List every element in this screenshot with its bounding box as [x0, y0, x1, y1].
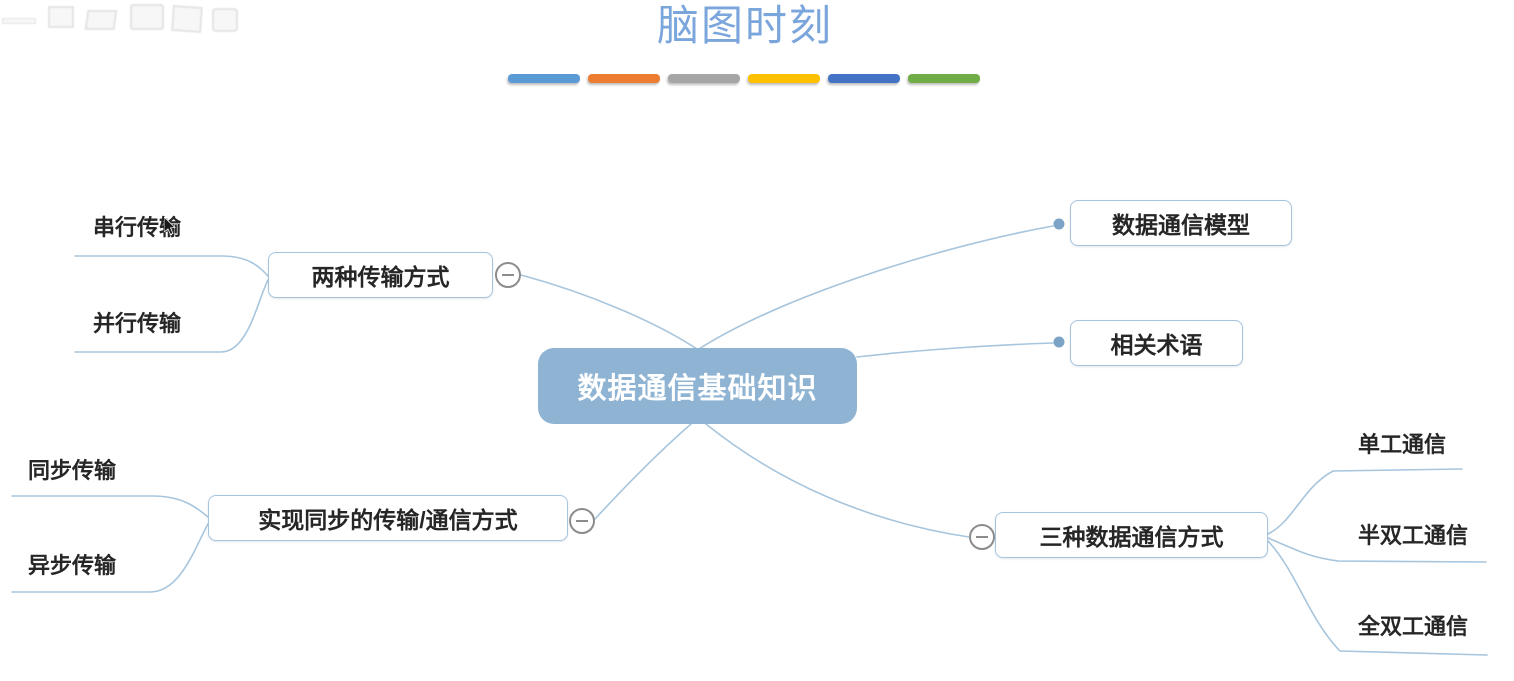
connector-root-to-terms [856, 342, 1054, 358]
connector-simplex-underline [1267, 468, 1463, 535]
mouse-cursor-icon [164, 217, 176, 236]
minus-icon [576, 520, 588, 522]
leaf-node-half-duplex[interactable]: 半双工通信 [1358, 523, 1469, 548]
leaf-node-parallel-transmission[interactable]: 并行传输 [93, 311, 182, 336]
page-title: 脑图时刻 [656, 4, 833, 50]
connector-serial-underline [74, 255, 269, 277]
leaf-node-sync-transmission[interactable]: 同步传输 [28, 458, 117, 483]
divider-bar-navy [828, 74, 900, 83]
collapse-button-sync-methods[interactable] [569, 508, 595, 534]
connector-syncc-underline [11, 495, 209, 518]
divider-bar-gray [668, 74, 740, 83]
leaf-node-async-transmission[interactable]: 异步传输 [28, 553, 117, 578]
leaf-node-full-duplex[interactable]: 全双工通信 [1358, 614, 1469, 639]
divider-bar-gold [748, 74, 820, 83]
minus-icon [976, 536, 988, 538]
divider-bar-orange [588, 74, 660, 83]
branch-dot-terms [1053, 336, 1065, 348]
connector-fullduplex-underline [1267, 540, 1488, 656]
connector-root-to-model [698, 225, 1054, 350]
branch-node-three-comm-modes[interactable]: 三种数据通信方式 [995, 512, 1268, 558]
ghost-text-artifact [0, 0, 250, 40]
connector-root-to-sync [594, 423, 692, 520]
connector-root-to-two [520, 274, 698, 350]
divider-bar-green [908, 74, 980, 83]
color-bar-divider [508, 74, 988, 86]
collapse-button-transmission-modes[interactable] [495, 262, 521, 288]
branch-node-data-comm-model[interactable]: 数据通信模型 [1070, 200, 1292, 246]
root-topic-node[interactable]: 数据通信基础知识 [538, 348, 857, 424]
branch-node-related-terms[interactable]: 相关术语 [1070, 320, 1243, 366]
divider-bar-blue [508, 74, 580, 83]
collapse-button-three-comm-modes[interactable] [969, 524, 995, 550]
branch-node-sync-methods[interactable]: 实现同步的传输/通信方式 [208, 495, 568, 541]
branch-node-transmission-modes[interactable]: 两种传输方式 [268, 252, 493, 298]
connector-async-underline [11, 523, 209, 593]
leaf-node-simplex[interactable]: 单工通信 [1358, 432, 1447, 457]
connector-parallel-underline [74, 279, 269, 353]
connector-root-to-three [705, 423, 970, 538]
minus-icon [502, 274, 514, 276]
connector-halfduplex-underline [1267, 537, 1487, 563]
branch-dot-model [1053, 218, 1065, 230]
